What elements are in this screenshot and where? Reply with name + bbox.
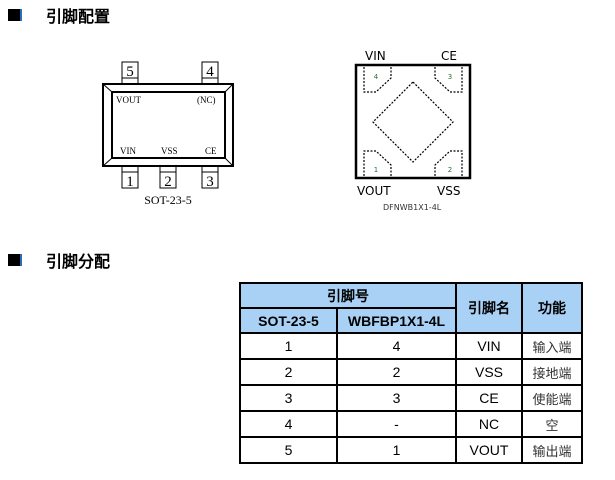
header-pin-name: 引脚名 [455,282,523,334]
header-sot: SOT-23-5 [239,307,338,334]
pin-number: 1 [126,174,134,190]
pin-number: 5 [126,64,134,80]
cell-wbfbp: 3 [336,384,457,412]
cell-func: 接地端 [521,358,583,386]
cell-wbfbp: - [336,410,457,438]
heading-text: 引脚配置 [46,7,111,26]
cell-wbfbp: 2 [336,358,457,386]
cell-name: VSS [455,358,523,386]
pin-number: 4 [206,64,214,80]
header-function: 功能 [521,282,583,334]
pin-label: CE [441,49,457,63]
cell-sot: 1 [239,332,338,360]
pin-label: VOUT [116,95,141,105]
pin-label: VIN [120,146,136,156]
dfn-diagram: 4 3 1 2 VIN CE VOUT VSS DFNWB1X1-4L [354,49,472,212]
header-wbfbp: WBFBP1X1-4L [336,307,457,334]
pin-number: 3 [206,174,214,190]
pad-number: 1 [374,166,378,174]
cell-wbfbp: 4 [336,332,457,360]
cell-name: VIN [455,332,523,360]
cell-name: VOUT [455,436,523,464]
header-pin-number: 引脚号 [239,282,457,309]
sot-23-5-diagram: 5 4 1 2 3 VOUT (NC) VIN VSS CE SOT-23-5 [102,61,234,207]
cell-name: CE [455,384,523,412]
bullet-square-icon [8,9,22,21]
pad-number: 3 [448,73,452,81]
cell-wbfbp: 1 [336,436,457,464]
cell-sot: 2 [239,358,338,386]
cell-name: NC [455,410,523,438]
cell-sot: 3 [239,384,338,412]
cell-func: 空 [521,410,583,438]
cell-func: 输出端 [521,436,583,464]
pin-label: VSS [161,146,178,156]
cell-func: 输入端 [521,332,583,360]
bullet-square-icon [8,254,22,266]
pin-label: (NC) [197,95,216,105]
pad-number: 2 [448,166,452,174]
pin-label: CE [205,146,217,156]
section-heading-pin-assignment: 引脚分配 [8,248,110,272]
pin-label: VIN [365,49,386,63]
cell-sot: 4 [239,410,338,438]
pin-number: 2 [164,174,172,190]
cell-sot: 5 [239,436,338,464]
pinout-diagrams: 5 4 1 2 3 VOUT (NC) VIN VSS CE SOT-23-5 … [102,49,472,212]
heading-text: 引脚分配 [46,252,111,271]
cell-func: 使能端 [521,384,583,412]
section-heading-pin-config: 引脚配置 [8,3,110,27]
package-label: SOT-23-5 [144,193,192,207]
package-label: DFNWB1X1-4L [383,203,442,212]
pin-label: VOUT [357,184,391,198]
pin-label: VSS [437,184,460,198]
pad-number: 4 [374,73,379,81]
